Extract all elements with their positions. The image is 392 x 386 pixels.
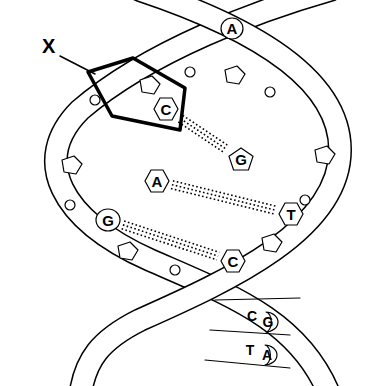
base-letter: C [247,309,257,323]
callout-letter: X [42,36,55,56]
base-letter: A [152,174,163,189]
base-letter: C [228,254,239,269]
base-symbol: G [96,209,120,231]
base-symbol: T [279,203,303,225]
base-letter: A [262,348,272,362]
base-letter: G [263,315,274,329]
hydrogen-bond [171,181,277,214]
base-letter: C [161,102,172,117]
hydrogen-bond [122,221,220,260]
base-symbol: T [242,340,259,360]
base-letter: A [227,21,238,36]
base-symbol: C [221,250,245,272]
base-letter: T [246,343,255,357]
base-symbol: A [221,18,243,39]
base-symbol: C [154,98,178,120]
base-symbol: G [229,148,253,170]
base-letter: G [102,213,114,228]
base-symbol: G [259,312,278,332]
base-symbol: A [258,345,277,365]
hydrogen-bond [178,115,228,152]
base-symbol: A [145,170,169,192]
base-letter: G [235,152,247,167]
base-letter: T [286,207,295,222]
base-symbol: C [243,306,262,326]
